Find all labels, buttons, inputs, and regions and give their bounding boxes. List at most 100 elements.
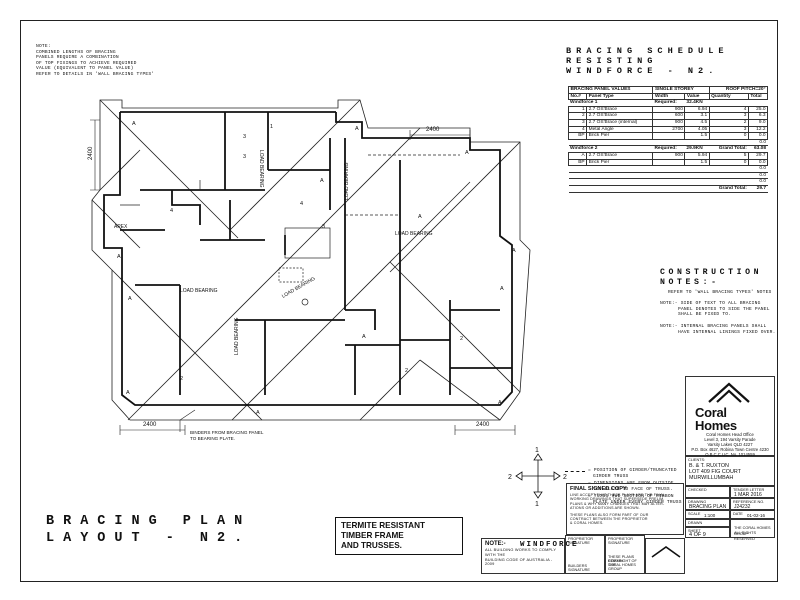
cell-type: 2.7 OS'Brace	[586, 105, 654, 114]
copyright-line: COPYRIGHT OF THE	[608, 559, 637, 567]
binder-leader	[179, 409, 196, 432]
scale-cell: SCALE 1:100	[685, 510, 730, 519]
cell-value: 3.1	[684, 112, 710, 120]
table-row: 3 2.7 OS'Brace (internal) 900 4.5 2 9.0	[567, 118, 769, 127]
dim-top: 2400	[426, 127, 440, 133]
downlight	[301, 298, 309, 306]
bracing-mark-a: A	[512, 248, 516, 254]
roof-outline	[91, 99, 531, 421]
cell-total: 6.3	[747, 112, 769, 120]
compass-2-right: 2	[563, 474, 567, 481]
termite-line: AND TRUSSES.	[341, 541, 402, 550]
construction-note-1: REFER TO 'WALL BRACING TYPES' NOTES	[668, 290, 778, 296]
drawn-label: DRAWN	[688, 521, 703, 525]
bracing-num: 2	[460, 336, 463, 342]
hip-line	[359, 359, 421, 421]
binders-note: BINDERS FROM BRACING PANEL	[190, 430, 264, 435]
col-header: Quantity	[708, 92, 749, 101]
windforce-direction-arrows: 1 1 2 2	[508, 447, 567, 506]
binders-note: TO BEARING PLATE.	[190, 436, 235, 441]
cn-line: REFER TO 'WALL BRACING TYPES' NOTES	[668, 290, 772, 295]
table-row: 2 2.7 OS'Brace 600 3.1 3 6.3	[567, 112, 769, 120]
grand-total-row: Grand Total: 29.7	[568, 184, 768, 193]
client-line: B. & T. RUXTON	[689, 463, 729, 469]
wf1-req-value: 32.4KN	[684, 99, 710, 107]
bracing-mark-a: A	[256, 410, 260, 416]
construction-notes-title: CONSTRUCTION NOTES:-	[660, 268, 780, 288]
reference-cell: REFERENCE No. J24232	[730, 498, 775, 510]
bracing-plan-title: BRACING PLAN LAYOUT - N2.	[46, 513, 306, 547]
copyright-line: THESE PLANS REMAIN	[608, 555, 635, 563]
cell-qty: 4	[708, 105, 749, 114]
cell-width: 900	[652, 118, 686, 127]
load-bearing-label: LOAD BEARING	[281, 276, 317, 300]
hip-line	[127, 127, 421, 421]
construction-note-3: NOTE:- INTERNAL BRACING PANELS SHALL HAV…	[660, 324, 778, 335]
legend-line: = POSITION OF GIRDER/TRUNCATED	[588, 468, 677, 473]
bracing-mark-a: A	[117, 254, 121, 260]
cell-type: Brick Pier	[586, 158, 654, 167]
scale-value: 1:100	[704, 513, 716, 518]
construction-note-2: NOTE:- SIDE OF TEXT TO ALL BRACING PANEL…	[660, 301, 778, 318]
final-line: ATIONS OR ADDITIONS ARE SHOWN.	[570, 506, 640, 511]
table-row: 0.0	[568, 171, 768, 180]
sheet-cell: SHEET 4 OF 9	[685, 527, 730, 538]
date-cell: DATE 01-02-16	[730, 510, 775, 519]
cell-value: 4.05	[684, 125, 710, 134]
termite-resistant-box: TERMITE RESISTANT TIMBER FRAME AND TRUSS…	[335, 517, 463, 555]
dim-left: 2400	[88, 146, 94, 160]
bracing-num: 3	[243, 134, 246, 140]
wf2-label: Windforce 2	[568, 145, 653, 153]
col-header: Total	[747, 92, 769, 101]
cell-qty: 3	[708, 112, 749, 120]
bracing-mark-a: A	[355, 126, 359, 132]
schedule-heading: BRACING PANEL VALUES	[567, 86, 654, 94]
hip-line	[231, 181, 471, 421]
bracing-num: 2	[405, 368, 408, 374]
cell-total: 0.0	[748, 165, 768, 173]
copyright-line: ALL RIGHTS RESERVED	[734, 531, 757, 541]
cell-no: 4	[567, 125, 588, 134]
logo-stamp-cell	[645, 538, 685, 574]
note-line: OF TOP FIXINGS TO ACHIEVE REQUIRED	[36, 60, 137, 66]
cell-value: 1.5	[684, 158, 710, 167]
cell-total: 9.0	[747, 118, 769, 127]
cn-line: INTERNAL BRACING PANELS SHALL	[680, 324, 767, 329]
bracing-mark-a: A	[465, 150, 469, 156]
final-line: CONTRACT BETWEEN THE PROPRIETOR	[570, 517, 648, 522]
builder-sig-label: BUILDERS SIGNATURE	[568, 564, 590, 572]
bracing-num: 1	[270, 124, 273, 130]
table-row: BP Brick Pier 1.5 0 0.0	[567, 158, 769, 167]
hip-line	[91, 199, 141, 249]
col-header: Width	[652, 92, 686, 101]
bracing-num: 3	[243, 154, 246, 160]
office-line: Level 3, 194 Varsity Parade	[704, 437, 756, 442]
copyright-cell: THE CORAL HOMES GROUP ALL RIGHTS RESERVE…	[730, 519, 775, 541]
office-line: Varsity Lakes QLD 4227	[707, 442, 753, 447]
proprietor-signature-cell-2: PROPRIETOR SIGNATURE THESE PLANS REMAIN …	[605, 535, 645, 574]
cell-width: 900	[652, 151, 686, 160]
bracing-mark-a: A	[128, 296, 132, 302]
final-line: & CORAL HOMES.	[570, 521, 604, 526]
cell-type: Metal Angle	[586, 125, 654, 134]
bracing-num: 4	[170, 208, 173, 214]
cell-type: 2.7 OS'Brace	[586, 112, 654, 120]
cell-total: 25.0	[747, 105, 769, 114]
reference-label: REFERENCE No.	[733, 500, 765, 504]
dim-ticks	[119, 425, 186, 435]
compass-2-left: 2	[508, 474, 512, 481]
proprietor-sig-label: PROPRIETOR SIGNATURE	[608, 537, 634, 545]
cell-no: BP	[567, 132, 588, 140]
final-line: LINE ACCEPT THAT THESE PLANS ARE THE FIN…	[570, 493, 665, 497]
bracing-mark-a: A	[132, 121, 136, 127]
small-house-logo-icon	[651, 546, 681, 558]
house-logo-icon	[708, 382, 750, 403]
table-row: 0.0	[568, 178, 768, 186]
final-title: FINAL SIGNED COPY	[570, 486, 627, 492]
wf1-req-label: Required:	[652, 99, 685, 107]
cell-qty: 0	[708, 132, 749, 140]
dim-ticks	[90, 119, 100, 191]
compliance-line: BUILDING CODE OF AUSTRALIA - 2009	[485, 556, 553, 567]
company-block	[685, 376, 775, 456]
